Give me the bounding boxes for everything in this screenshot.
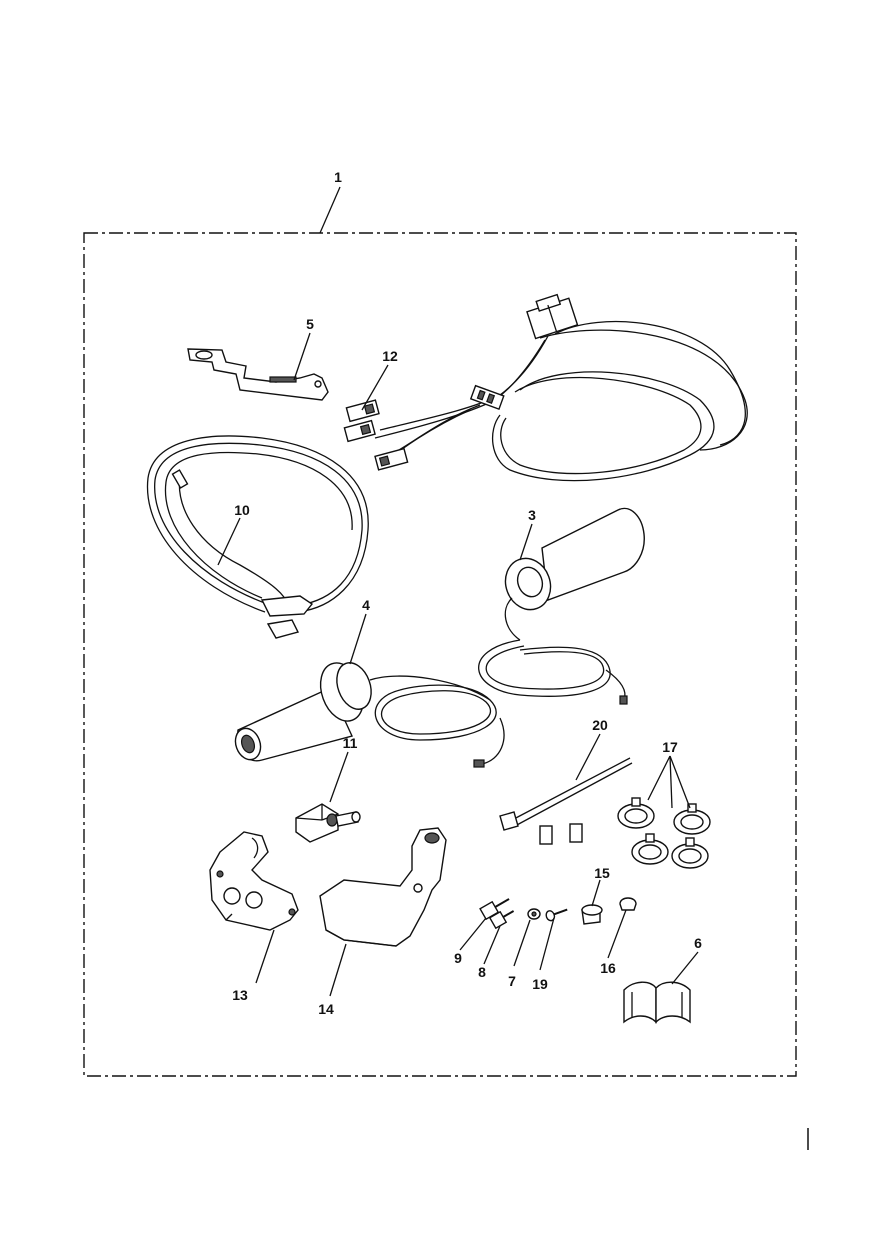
leader-lines <box>217 186 699 997</box>
callout-4: 4 <box>362 597 370 613</box>
callout-20: 20 <box>592 717 608 733</box>
fasteners-part <box>479 898 568 930</box>
callout-11: 11 <box>343 735 358 751</box>
callout-10: 10 <box>234 502 250 518</box>
callout-5: 5 <box>306 316 314 332</box>
callout-16: 16 <box>600 960 616 976</box>
callout-1: 1 <box>334 169 342 185</box>
callout-6: 6 <box>694 935 702 951</box>
cable-tie-part <box>499 757 633 845</box>
bracket-part <box>187 348 329 401</box>
callout-14: 14 <box>318 1001 334 1017</box>
instruction-booklet-part <box>623 981 691 1024</box>
heated-grip-left-part <box>234 662 505 768</box>
grommets-part <box>581 897 637 925</box>
callout-8: 8 <box>478 964 486 980</box>
callout-19: 19 <box>532 976 548 992</box>
callout-17: 17 <box>662 739 678 755</box>
switch-housing-part <box>209 831 299 931</box>
callout-7: 7 <box>508 973 516 989</box>
callout-9: 9 <box>454 950 462 966</box>
hose-clips-part <box>617 797 711 869</box>
kit-boundary <box>83 232 797 1077</box>
callout-15: 15 <box>594 865 610 881</box>
toggle-switch-part <box>295 803 361 843</box>
callout-3: 3 <box>528 507 536 523</box>
mounting-bracket-part <box>319 827 447 947</box>
wiring-harness-part <box>343 293 748 482</box>
heated-grip-right-part <box>478 507 645 705</box>
callout-12: 12 <box>382 348 398 364</box>
cable-loop-part <box>146 435 369 639</box>
callout-13: 13 <box>232 987 248 1003</box>
